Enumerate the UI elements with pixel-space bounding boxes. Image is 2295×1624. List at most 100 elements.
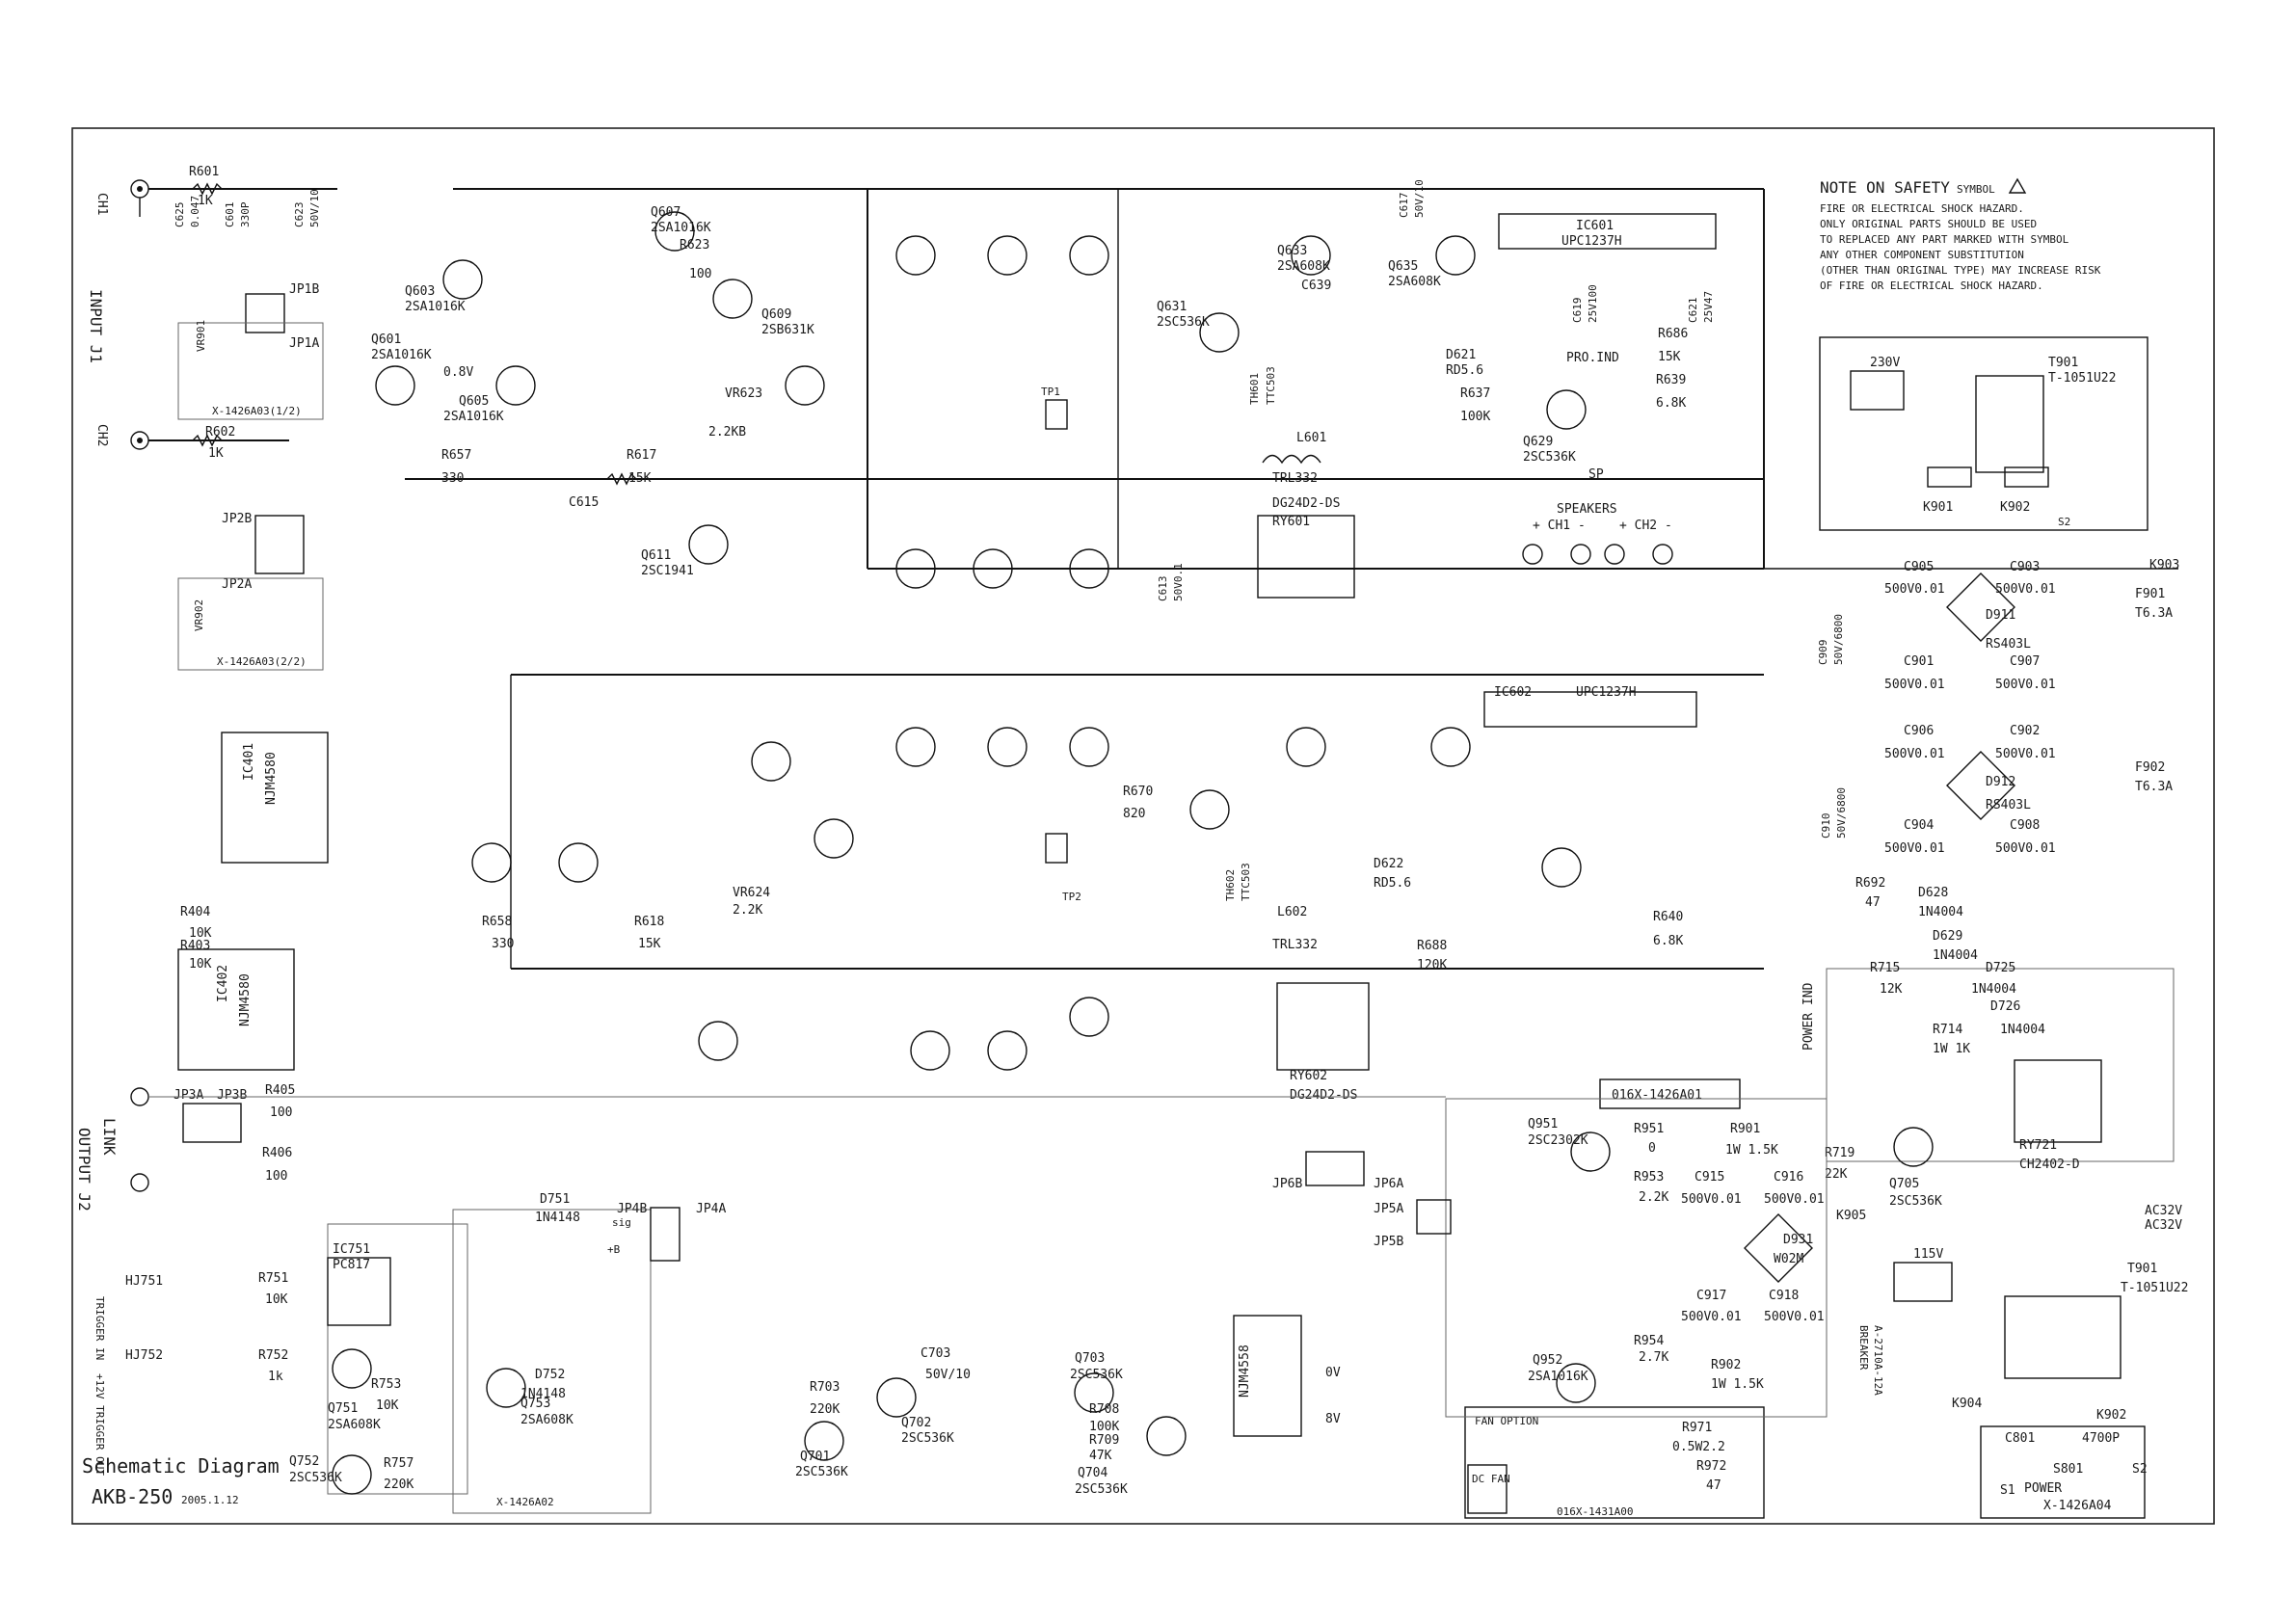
sheet-border [71, 127, 2215, 1525]
ic401-chip [221, 732, 329, 864]
r686-value: 15K [1658, 350, 1681, 364]
q607-part: 2SA1016K [651, 221, 711, 235]
vr624-value: 2.2K [733, 903, 762, 918]
x1426a02-frame [452, 1209, 652, 1514]
vr624-label: VR624 [733, 886, 770, 900]
ry721-relay [2014, 1059, 2102, 1143]
ch2-input-jack-pin [137, 438, 143, 443]
q603-part: 2SA1016K [405, 300, 466, 314]
k904-label: K904 [1952, 1397, 1982, 1411]
tp2-test-point [1045, 833, 1068, 864]
ry721-label: RY721 [2019, 1138, 2057, 1153]
ic602-chip [1483, 691, 1697, 728]
ac32v-label-2: AC32V [2145, 1218, 2182, 1233]
fan-8v-label: 8V [1325, 1412, 1341, 1426]
r602-label: R602 [205, 425, 235, 439]
title-block: Schematic Diagram AKB-250 2005.1.12 [82, 1454, 280, 1508]
r902-label: R902 [1711, 1358, 1741, 1372]
r719-value: 22K [1825, 1167, 1848, 1182]
q601-label: Q601 [371, 333, 401, 347]
jp5-connector [1416, 1199, 1452, 1235]
trigger-section: HJ751 HJ752 TRIGGER IN +12V TRIGGER OUT … [93, 1192, 726, 1514]
fan-option-frame [1464, 1406, 1765, 1519]
t901-value: T-1051U22 [2048, 371, 2116, 386]
r688-label: R688 [1417, 939, 1447, 953]
c906-label: C906 [1904, 724, 1934, 738]
x1426a04-frame [1980, 1425, 2146, 1519]
q622-transistor [1069, 727, 1109, 767]
ch1-input-jack-pin [137, 186, 143, 192]
sp-ch2-plus-terminal [1604, 544, 1625, 565]
ry602-value: DG24D2-DS [1290, 1088, 1357, 1103]
safety-line-3: TO REPLACED ANY PART MARKED WITH SYMBOL [1820, 233, 2069, 246]
q632-transistor [1189, 789, 1230, 830]
c909-label: C909 [1817, 640, 1829, 666]
fan-ic-part: NJM4558 [1238, 1344, 1252, 1398]
c621-label: C621 [1687, 298, 1699, 324]
r972-value: 47 [1706, 1478, 1721, 1493]
q601-transistor [375, 365, 415, 406]
r602-value: 1K [208, 446, 224, 461]
r954-label: R954 [1634, 1334, 1664, 1348]
safety-line-6: OF FIRE OR ELECTRICAL SHOCK HAZARD. [1820, 280, 2043, 292]
safety-line-4: ANY OTHER COMPONENT SUBSTITUTION [1820, 249, 2024, 261]
q636-transistor [1430, 727, 1471, 767]
q605-part: 2SA1016K [443, 410, 504, 424]
voltage-select-box: 230V T901 T-1051U22 K901 K902 S2 [1819, 336, 2148, 531]
q633-transistor [1291, 235, 1331, 276]
c613-label: C613 [1157, 576, 1169, 602]
power-supply-section: D911 RS403L D912 RS403L C905 500V0.01 C9… [1764, 558, 2179, 963]
mains-section: AC32V AC32V 115V T901 T-1051U22 BREAKER … [1836, 1204, 2188, 1519]
r692-label: R692 [1855, 876, 1885, 891]
c903-value: 500V0.01 [1995, 582, 2056, 597]
l602-label: L602 [1277, 905, 1307, 919]
sheet-title: Schematic Diagram [82, 1454, 280, 1478]
d629-label: D629 [1933, 929, 1962, 944]
ic751-chip [327, 1257, 391, 1326]
c801-value: 4700P [2082, 1431, 2120, 1446]
q701-label: Q701 [800, 1450, 830, 1464]
output-link-section: OUTPUT J2 LINK JP3A JP3B R405 100 R406 1… [75, 1083, 1446, 1211]
k901-label: K901 [1923, 500, 1953, 515]
q701-part: 2SC536K [795, 1465, 848, 1479]
r640-label: R640 [1653, 910, 1683, 924]
q633-part: 2SA608K [1277, 259, 1330, 274]
v230-label: 230V [1870, 356, 1900, 370]
q952-transistor [1556, 1363, 1596, 1403]
c915-value: 500V0.01 [1681, 1192, 1742, 1207]
r902-value: 1W 1.5K [1711, 1377, 1764, 1392]
breaker-label: BREAKER [1857, 1325, 1870, 1371]
k902-label-bottom: K902 [2096, 1408, 2126, 1423]
jp2-jumper-block [254, 515, 305, 574]
q623-transistor [973, 548, 1013, 589]
r639-value: 6.8K [1656, 396, 1686, 411]
q620-transistor [987, 727, 1027, 767]
trigger-in-label: TRIGGER IN [93, 1296, 106, 1360]
r688-value: 120K [1417, 958, 1447, 972]
r618-value: 15K [638, 937, 661, 951]
ic602-part: UPC1237H [1576, 685, 1637, 700]
c908-value: 500V0.01 [1995, 841, 2056, 856]
c703-value: 50V/10 [925, 1368, 971, 1382]
power-ind-board [1826, 968, 2175, 1162]
safety-note-title: NOTE ON SAFETY [1820, 178, 1950, 197]
c907-value: 500V0.01 [1995, 678, 2056, 692]
q629-label: Q629 [1523, 435, 1553, 449]
ry601-value: DG24D2-DS [1272, 496, 1340, 511]
r708-value: 100K [1089, 1420, 1119, 1434]
r951-value: 0 [1648, 1141, 1656, 1156]
r640-value: 6.8K [1653, 934, 1683, 948]
ry602-relay [1276, 982, 1370, 1071]
r951-label: R951 [1634, 1122, 1664, 1136]
r953-label: R953 [1634, 1170, 1664, 1185]
c918-label: C918 [1769, 1289, 1799, 1303]
c910-label: C910 [1820, 813, 1832, 839]
s2-label-bottom: S2 [2132, 1462, 2148, 1477]
r658-label: R658 [482, 915, 512, 929]
ic602-label: IC602 [1494, 685, 1532, 700]
hj751-label: HJ751 [125, 1274, 163, 1289]
d752-value: 1N4148 [520, 1387, 566, 1401]
d752-label: D752 [535, 1368, 565, 1382]
r618-label: R618 [634, 915, 664, 929]
